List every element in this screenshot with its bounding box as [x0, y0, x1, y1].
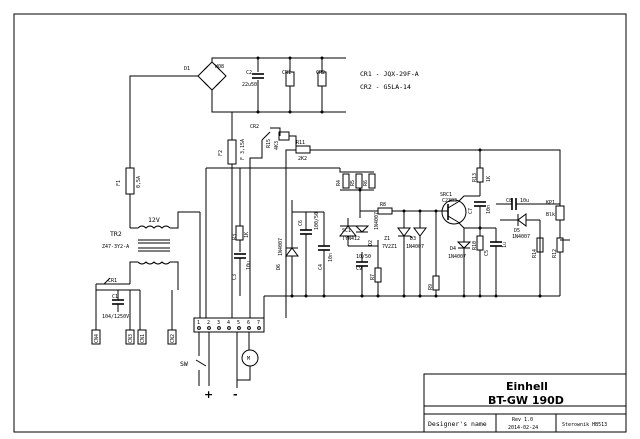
w08-label: W08 [215, 64, 224, 70]
f2-value: F 3,15A [240, 139, 246, 160]
svg-text:6: 6 [247, 320, 250, 326]
d1-label: D1 [184, 66, 190, 72]
minus-terminal: - [233, 388, 238, 401]
r6-label: R6 [363, 180, 369, 186]
d5-label: D5 [514, 228, 520, 234]
c6-value: 100/50 [314, 212, 320, 230]
cr1-coil-label: CR1 [282, 70, 291, 76]
kp1-label: KP1 [546, 200, 555, 206]
relay-legend-cr2: CR2 - G5LA-14 [360, 83, 411, 91]
transformer-tr2 [137, 225, 171, 265]
cr2-contact-label: CR2 [250, 124, 259, 130]
c7-value: 10n [486, 205, 492, 214]
svg-text:4: 4 [227, 320, 230, 326]
cn-3-label: CN3 [128, 334, 134, 343]
c9-value: 10/50 [356, 254, 371, 260]
model-name: BT-GW 190D [488, 394, 564, 407]
r4-label: R4 [336, 180, 342, 186]
r11-label: R11 [296, 140, 305, 146]
cn-4-label: CN4 [94, 334, 100, 343]
svg-text:5: 5 [237, 320, 240, 326]
srcl-label: SRC1 [440, 192, 452, 198]
z1-label: Z1 [384, 236, 390, 242]
revision: Rev 1.0 [512, 417, 533, 423]
r15-label: R15 [266, 139, 272, 148]
tr2-label: TR2 [110, 230, 122, 238]
r9-label: R9 [428, 284, 434, 290]
r12-label: R12 [552, 249, 558, 258]
f2-label: F2 [218, 150, 224, 156]
c4-label: C4 [318, 264, 324, 270]
d3-value: 1N4007 [406, 244, 424, 250]
f1-value: 0,5A [136, 176, 142, 188]
svg-text:1: 1 [197, 320, 200, 326]
c5-label: C5 [484, 250, 490, 256]
r8-label: R8 [380, 202, 386, 208]
sc1-label: SC1 [342, 228, 351, 234]
d4-value: 1N4007 [448, 254, 466, 260]
cn-1-label: CN1 [140, 334, 146, 343]
c4-value: 10n [328, 253, 334, 262]
sc1-value: TYN412 [342, 236, 360, 242]
d2-value: 1N4007 [374, 212, 380, 230]
r14-label: R14 [532, 249, 538, 258]
c7-label: C7 [468, 208, 474, 214]
cr1-contact-label: CR1 [108, 278, 117, 284]
d4-label: D4 [450, 246, 456, 252]
svg-text:3: 3 [217, 320, 220, 326]
d5-value: 1N4007 [512, 234, 530, 240]
sw-label: SW [180, 360, 188, 368]
svg-text:7: 7 [257, 320, 260, 326]
brand-name: Einhell [506, 380, 548, 393]
svg-text:2: 2 [207, 320, 210, 326]
d6-value: 1N4007 [278, 238, 284, 256]
designer-label: Designer's name [428, 420, 487, 428]
tr2-secondary-voltage: 12V [148, 216, 160, 224]
kp1-value: Blk [546, 212, 555, 218]
c8-label: C8 [506, 198, 512, 204]
c9-label: C9 [356, 266, 362, 272]
r3-label: R3 [232, 234, 238, 240]
r13-value: 1K [486, 176, 492, 182]
d6-label: D6 [276, 264, 282, 270]
r11-value: 2K2 [298, 156, 307, 162]
srcl-value: C2383 [442, 198, 457, 204]
r15-value: 4K3 [274, 141, 280, 150]
relay-legend-cr1: CR1 - JQX-29F-A [360, 70, 419, 78]
date: 2014-02-24 [508, 425, 538, 431]
r13-label: R13 [472, 173, 478, 182]
title-block: Einhell BT-GW 190D Designer's name Rev 1… [423, 373, 627, 433]
c1-label: C1 [112, 294, 118, 300]
r5-label: R5 [350, 180, 356, 186]
r3-value: 1K [244, 232, 250, 238]
z1-value: 7V2Z1 [382, 244, 397, 250]
c3-value: 10u [246, 261, 252, 270]
d2-label: D2 [368, 240, 374, 246]
main-connector [193, 317, 265, 333]
cn-2-label: CN2 [170, 334, 176, 343]
connector-pins: 1 2 3 4 5 6 7 [197, 320, 261, 330]
motor-label: M [247, 356, 250, 362]
c1-value: 104/1250V [102, 314, 129, 320]
c2-value: 22u50 [242, 82, 257, 88]
plus-terminal: + [204, 388, 213, 401]
c5-value: 1u [502, 242, 508, 248]
r10-label: R10 [472, 241, 478, 250]
c6-label: C6 [298, 220, 304, 226]
drawing-frame [13, 13, 627, 433]
c8-value: 10u [520, 198, 529, 204]
cr2-coil-label: CR2 [316, 70, 325, 76]
c3-label: C3 [232, 274, 238, 280]
r7-label: R7 [370, 274, 376, 280]
d3-label: D3 [410, 236, 416, 242]
tr2-value: Z47-3Y2-A [102, 244, 129, 250]
c2-label: C2 [246, 70, 252, 76]
f1-label: F1 [116, 180, 122, 186]
board-name: Sterownik HB513 [562, 422, 607, 428]
